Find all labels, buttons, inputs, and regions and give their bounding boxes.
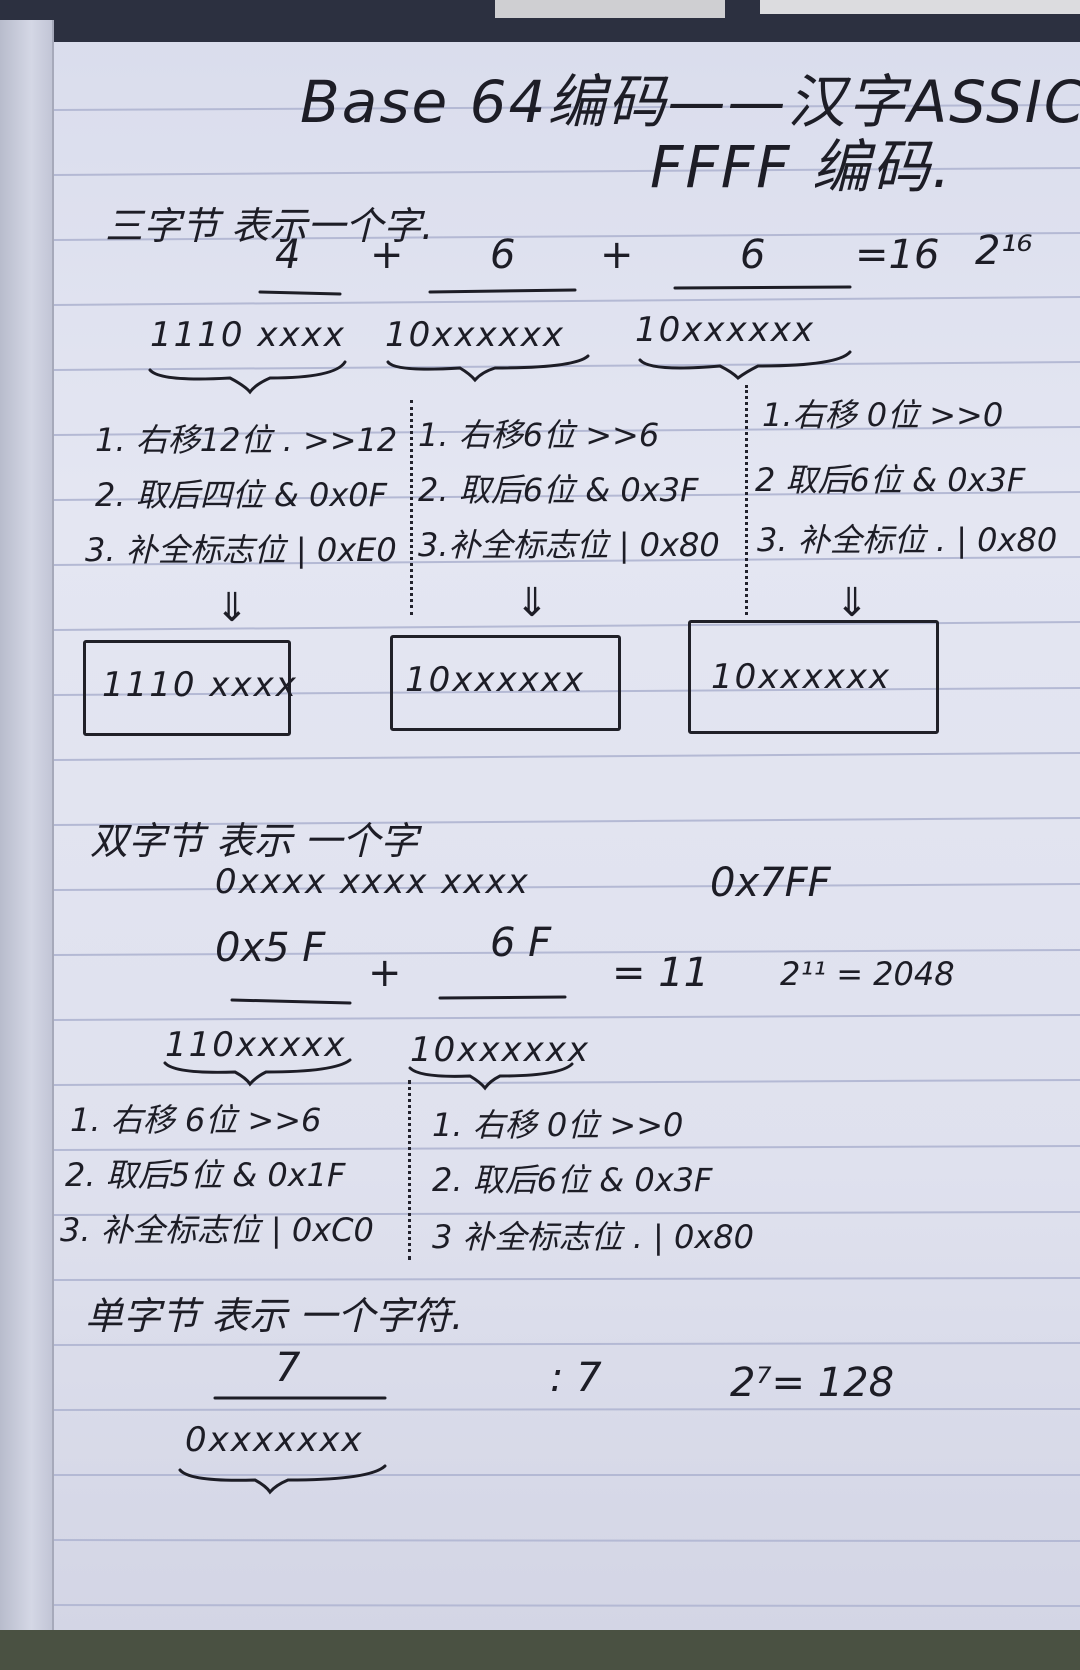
paper-scrap (495, 0, 725, 18)
step-text: 3 补全标志位 . | 0x80 (432, 1218, 755, 1256)
result-bits: 1110 xxxx (102, 665, 298, 705)
byte-pattern: 110xxxxx (165, 1025, 347, 1065)
ruled-lines (54, 104, 1080, 1607)
result-bits: 10xxxxxx (405, 660, 585, 700)
bit-width: 6 (490, 232, 516, 278)
page-title-line2: FFFF 编码. (650, 133, 953, 201)
background-top (0, 0, 1080, 42)
bit-total: = 11 (612, 950, 710, 996)
step-text: 2. 取后四位 & 0x0F (95, 476, 388, 514)
three-byte-heading: 三字节 表示一个字. (105, 204, 434, 248)
step-text: 2. 取后6位 & 0x3F (432, 1161, 713, 1199)
step-text: 1. 右移12位 . >>12 (95, 421, 398, 459)
max-hex: 0x7FF (710, 860, 831, 906)
step-text: 3.补全标志位 | 0x80 (418, 526, 720, 564)
column-divider (745, 385, 748, 615)
step-text: 2. 取后5位 & 0x1F (65, 1156, 346, 1194)
byte-pattern: 1110 xxxx (150, 315, 346, 355)
bit-width: 0x5 F (215, 925, 326, 971)
power-of-two: 2⁷= 128 (730, 1360, 895, 1406)
one-byte-heading: 单字节 表示 一个字符. (85, 1294, 464, 1338)
scratch-bits: 0xxxx xxxx xxxx (215, 862, 530, 902)
bit-width: 6 (740, 232, 766, 278)
bit-total: : 7 (550, 1355, 602, 1401)
step-text: 2 取后6位 & 0x3F (755, 461, 1026, 499)
step-text: 1.右移 0位 >>0 (762, 396, 1004, 434)
result-box: 1110 xxxx (83, 640, 298, 736)
column-divider (408, 1080, 411, 1260)
facing-page-edge (0, 20, 54, 1640)
two-byte-heading: 双字节 表示 一个字 (90, 819, 419, 863)
step-text: 3. 补全标位 . | 0x80 (757, 521, 1058, 559)
power-of-two: 2¹⁶ (975, 228, 1033, 274)
result-bits: 10xxxxxx (711, 657, 891, 697)
step-text: 1. 右移 0位 >>0 (432, 1106, 684, 1144)
step-text: 1. 右移6位 >>6 (418, 416, 660, 454)
step-text: 3. 补全标志位 | 0xC0 (60, 1211, 374, 1249)
byte-pattern: 10xxxxxx (635, 310, 815, 350)
paper-scrap (760, 0, 1080, 14)
plus-sign: + (370, 232, 404, 278)
background-bottom (0, 1630, 1080, 1670)
bit-total: =16 (855, 232, 940, 278)
bit-width: 6 F (490, 920, 552, 966)
byte-pattern: 10xxxxxx (410, 1030, 590, 1070)
step-text: 2. 取后6位 & 0x3F (418, 471, 699, 509)
power-of-two: 2¹¹ = 2048 (780, 955, 955, 993)
byte-pattern: 0xxxxxxx (185, 1420, 364, 1460)
plus-sign: + (368, 950, 402, 996)
page-title: Base 64编码——汉字ASSIC (300, 68, 1080, 136)
bit-width: 7 (275, 1345, 301, 1391)
down-arrow-icon: ⇓ (215, 585, 249, 631)
result-box: 10xxxxxx (390, 635, 621, 731)
column-divider (410, 400, 413, 615)
down-arrow-icon: ⇓ (835, 580, 869, 626)
result-box: 10xxxxxx (688, 620, 939, 734)
plus-sign: + (600, 232, 634, 278)
step-text: 1. 右移 6位 >>6 (70, 1101, 322, 1139)
down-arrow-icon: ⇓ (515, 580, 549, 626)
bit-width: 4 (275, 232, 301, 278)
byte-pattern: 10xxxxxx (385, 315, 565, 355)
step-text: 3. 补全标志位 | 0xE0 (85, 531, 397, 569)
